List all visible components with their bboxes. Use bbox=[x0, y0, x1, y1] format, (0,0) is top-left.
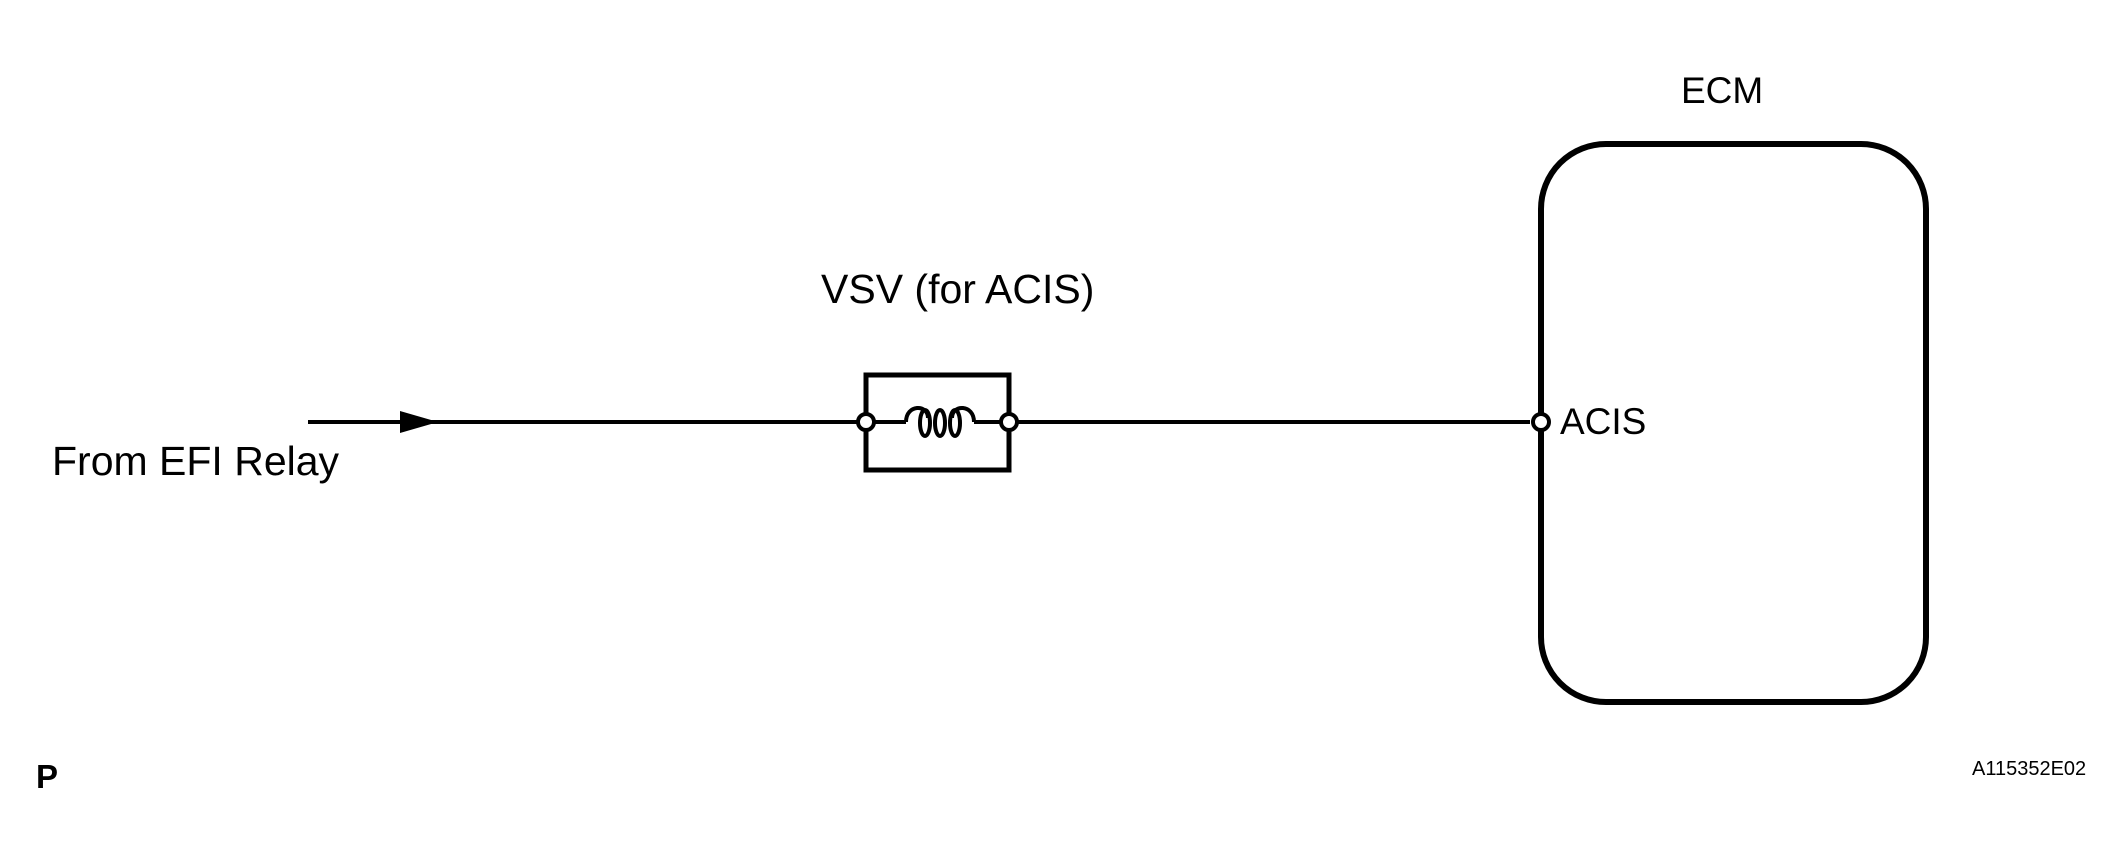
source-label: From EFI Relay bbox=[52, 438, 340, 484]
corner-code: P bbox=[36, 758, 59, 795]
vsv-terminal-right bbox=[999, 412, 1019, 432]
arrow-right-icon bbox=[400, 411, 438, 433]
illustration-id: A115352E02 bbox=[1972, 758, 2087, 780]
coil-icon bbox=[904, 406, 976, 438]
vsv-terminal-left bbox=[856, 412, 876, 432]
ecm-terminal-acis bbox=[1531, 412, 1551, 432]
vsv-component bbox=[856, 372, 1019, 473]
component-label: VSV (for ACIS) bbox=[821, 266, 1095, 312]
ecm-label: ECM bbox=[1681, 70, 1764, 111]
ecm-terminal-label: ACIS bbox=[1560, 401, 1647, 442]
